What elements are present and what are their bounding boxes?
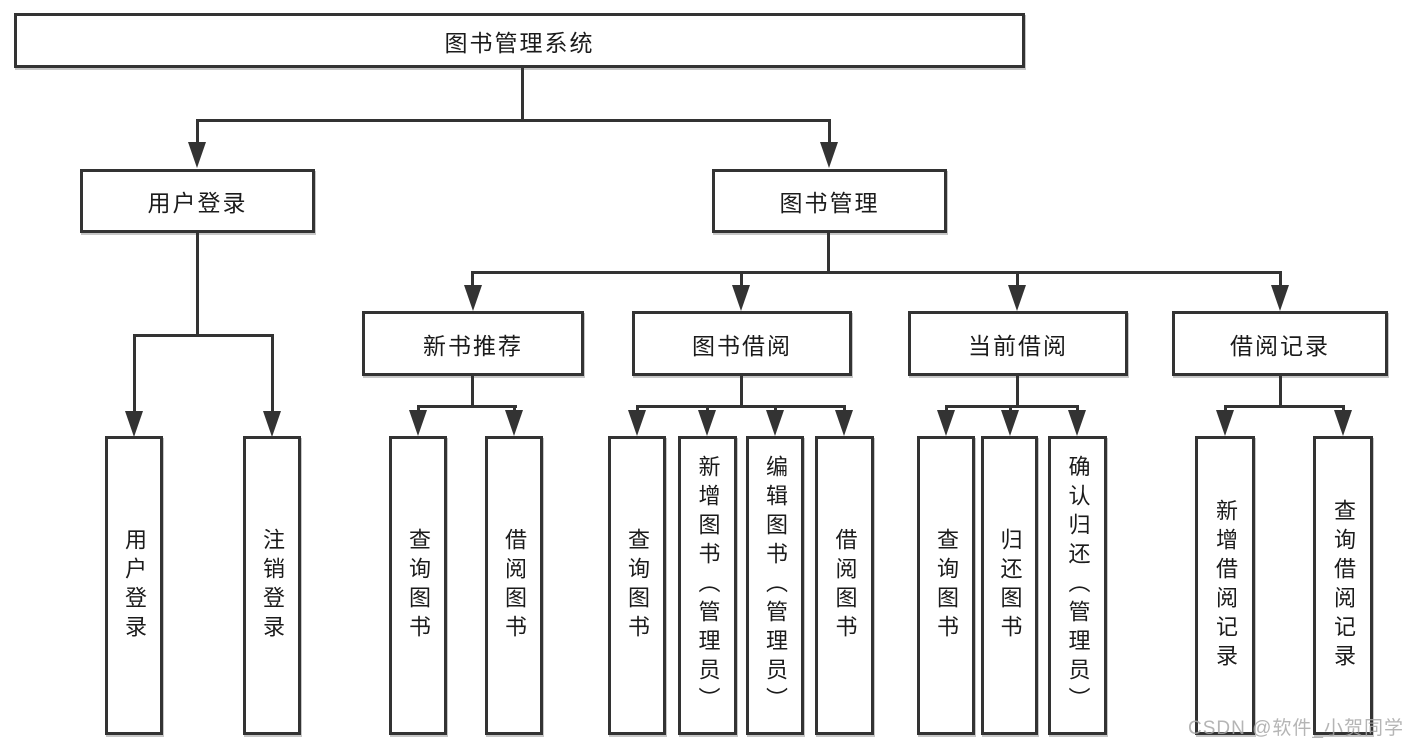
connector-line [706, 405, 709, 414]
connector-line [945, 405, 948, 414]
arrowhead-down-icon [505, 410, 523, 436]
leaf-return-books: 归还图书 [981, 436, 1038, 735]
arrowhead-down-icon [835, 410, 853, 436]
arrowhead-down-icon [698, 410, 716, 436]
connector-line [740, 375, 743, 408]
connector-line [636, 405, 639, 414]
leaf-query-books-current: 查询图书 [917, 436, 975, 735]
arrowhead-down-icon [1001, 410, 1019, 436]
arrowhead-down-icon [409, 410, 427, 436]
connector-line [133, 334, 136, 412]
leaf-user-login: 用户登录 [105, 436, 163, 735]
connector-line [521, 67, 524, 122]
leaf-logout: 注销登录 [243, 436, 301, 735]
connector-line [196, 119, 199, 146]
arrowhead-down-icon [263, 411, 281, 437]
leaf-add-books-admin: 新增图书（管理员） [678, 436, 737, 735]
connector-line [636, 405, 845, 408]
leaf-confirm-return-admin: 确认归还（管理员） [1048, 436, 1107, 735]
arrowhead-down-icon [464, 285, 482, 311]
connector-line [196, 119, 831, 122]
connector-line [133, 334, 274, 337]
leaf-borrow-books: 借阅图书 [815, 436, 874, 735]
arrowhead-down-icon [628, 410, 646, 436]
leaf-query-books-recommend: 查询图书 [389, 436, 447, 735]
connector-line [774, 405, 777, 414]
arrowhead-down-icon [732, 285, 750, 311]
leaf-query-borrow-record: 查询借阅记录 [1313, 436, 1373, 735]
arrowhead-down-icon [1216, 410, 1234, 436]
connector-line [471, 375, 474, 408]
node-user-login: 用户登录 [80, 169, 315, 233]
connector-line [1009, 405, 1012, 414]
arrowhead-down-icon [820, 142, 838, 168]
connector-line [417, 405, 420, 414]
connector-line [271, 334, 274, 412]
node-current-borrowing: 当前借阅 [908, 311, 1128, 376]
connector-line [828, 119, 831, 146]
node-book-management: 图书管理 [712, 169, 947, 233]
arrowhead-down-icon [125, 411, 143, 437]
connector-line [1224, 405, 1227, 414]
connector-line [740, 271, 743, 289]
connector-line [1279, 375, 1282, 408]
arrowhead-down-icon [1271, 285, 1289, 311]
arrowhead-down-icon [188, 142, 206, 168]
connector-line [1279, 271, 1282, 289]
arrowhead-down-icon [1334, 410, 1352, 436]
leaf-query-books-borrowing: 查询图书 [608, 436, 666, 735]
csdn-watermark: CSDN @软件_小贺同学 [1188, 718, 1404, 739]
connector-line [945, 405, 1079, 408]
connector-line [1342, 405, 1345, 414]
connector-line [843, 405, 846, 414]
node-borrow-records: 借阅记录 [1172, 311, 1388, 376]
arrowhead-down-icon [1008, 285, 1026, 311]
arrowhead-down-icon [937, 410, 955, 436]
leaf-borrow-books-recommend: 借阅图书 [485, 436, 543, 735]
node-book-borrowing: 图书借阅 [632, 311, 852, 376]
arrowhead-down-icon [1068, 410, 1086, 436]
connector-line [471, 271, 1282, 274]
leaf-add-borrow-record: 新增借阅记录 [1195, 436, 1255, 735]
connector-line [1076, 405, 1079, 414]
connector-line [417, 405, 517, 408]
arrowhead-down-icon [766, 410, 784, 436]
node-new-book-recommend: 新书推荐 [362, 311, 584, 376]
connector-line [513, 405, 516, 414]
connector-line [1016, 271, 1019, 289]
node-root-library-system: 图书管理系统 [14, 13, 1025, 68]
leaf-edit-books-admin: 编辑图书（管理员） [746, 436, 804, 735]
connector-line [196, 232, 199, 336]
connector-line [1224, 405, 1345, 408]
connector-line [827, 232, 830, 274]
connector-line [471, 271, 474, 289]
connector-line [1016, 375, 1019, 408]
